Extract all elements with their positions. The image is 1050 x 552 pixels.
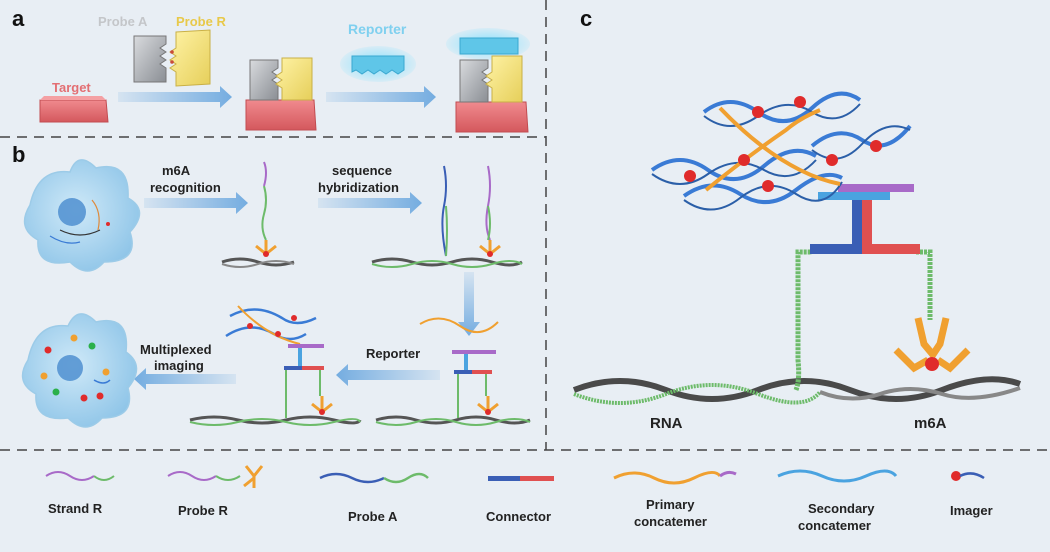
- b-step1-line2: recognition: [150, 180, 221, 195]
- b-step1-line1: m6A: [162, 163, 191, 178]
- panel-c-letter: c: [580, 6, 592, 31]
- legend-connector: Connector: [486, 476, 554, 524]
- c-probe-r-strand: [916, 249, 933, 320]
- legend-secondary-line2: concatemer: [798, 518, 871, 533]
- legend-strand-r-label: Strand R: [48, 501, 103, 516]
- target-block: [39, 99, 109, 123]
- panel-c: c: [572, 6, 1022, 432]
- probe-a-label: Probe A: [98, 14, 148, 29]
- b-step4-line1: Multiplexed: [140, 342, 212, 357]
- legend-primary-line1: Primary: [646, 497, 695, 512]
- b-step2-line1: sequence: [332, 163, 392, 178]
- b-concatemer-complex: [189, 305, 362, 426]
- legend-imager-label: Imager: [950, 503, 993, 518]
- b-step4-line2: imaging: [154, 358, 204, 373]
- b-step3: Reporter: [366, 346, 420, 361]
- cell-icon-1: [23, 159, 141, 272]
- panel-a-letter: a: [12, 6, 25, 31]
- panel-b-letter: b: [12, 142, 25, 167]
- legend-probe-r-label: Probe R: [178, 503, 228, 518]
- reporter-shape: [351, 55, 405, 75]
- c-connector: [810, 184, 920, 254]
- reporter-label: Reporter: [348, 21, 407, 37]
- c-concatemers: [650, 91, 912, 211]
- b-step2-line2: hybridization: [318, 180, 399, 195]
- c-antibody: [893, 317, 971, 373]
- arrow-b4: [134, 368, 236, 390]
- legend-primary-line2: concatemer: [634, 514, 707, 529]
- b-reporter-complex: [375, 317, 531, 426]
- legend-probe-a: Probe A: [319, 472, 429, 524]
- legend-connector-label: Connector: [486, 509, 551, 524]
- arrow-b1: [144, 192, 248, 214]
- legend: Strand R Probe R Probe A Connector Prima…: [45, 465, 993, 533]
- target-label: Target: [52, 80, 91, 95]
- c-probe-a-strand: [793, 249, 812, 391]
- legend-imager: Imager: [950, 471, 993, 518]
- arrow-b3: [336, 364, 440, 386]
- arrow-b-down: [458, 272, 480, 336]
- legend-probe-r: Probe R: [167, 465, 264, 518]
- legend-secondary-line1: Secondary: [808, 501, 875, 516]
- panel-b: b m6A recognition sequence hybridization: [12, 142, 531, 428]
- complex-reporter: [446, 28, 530, 133]
- cell-icon-2: [21, 313, 138, 428]
- c-rna-duplex: [572, 376, 1022, 405]
- panel-dividers: [0, 0, 1050, 451]
- b-probe-r-bound: [221, 161, 295, 268]
- c-m6a-label: m6A: [914, 415, 947, 432]
- b-probes-hybridized: [371, 165, 523, 268]
- probe-a-shape: [133, 35, 167, 83]
- legend-probe-a-label: Probe A: [348, 509, 398, 524]
- c-rna-label: RNA: [650, 415, 683, 432]
- panel-a: a Probe A Probe R Target Reporter: [12, 6, 530, 133]
- arrow-a1: [118, 86, 232, 108]
- legend-primary-concatemer: Primary concatemer: [613, 470, 737, 529]
- legend-secondary-concatemer: Secondary concatemer: [777, 469, 898, 533]
- arrow-b2: [318, 192, 422, 214]
- legend-strand-r: Strand R: [45, 471, 115, 516]
- probe-r-label: Probe R: [176, 14, 226, 29]
- arrow-a2: [326, 86, 436, 108]
- complex-bound: [245, 57, 317, 131]
- probe-r-shape: [169, 29, 211, 87]
